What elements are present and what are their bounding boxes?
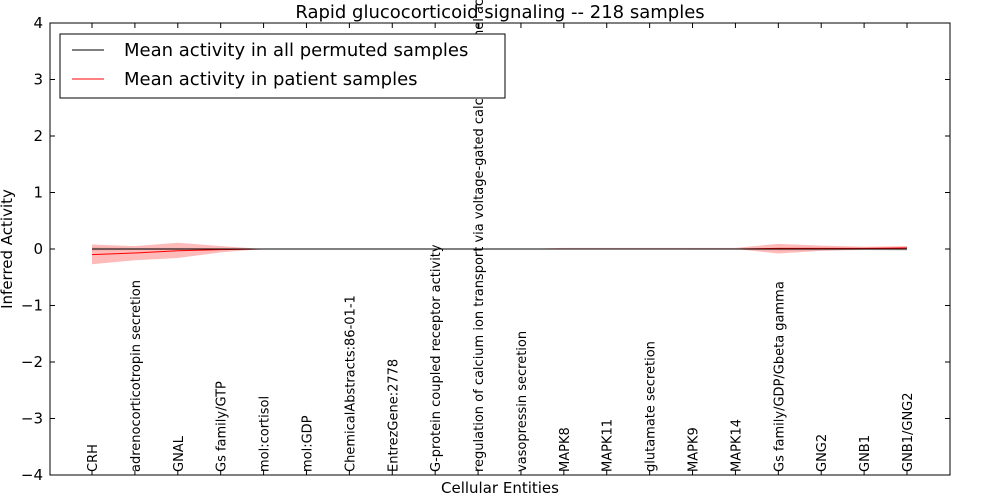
x-tick-label: mol:GDP — [300, 415, 315, 472]
x-tick-label: MAPK8 — [558, 427, 573, 472]
x-tick-label: GNB1 — [858, 435, 873, 472]
y-tick-label: 2 — [33, 127, 43, 145]
x-tick-label: Gs family/GDP/Gbeta gamma — [772, 281, 787, 472]
y-axis: 4 3 2 1 0 −1 −2 −3 −4 — [21, 14, 950, 484]
x-tick-label: glutamate secretion — [644, 341, 659, 472]
confidence-band-1 — [92, 242, 907, 265]
y-axis-label: Inferred Activity — [0, 189, 16, 309]
confidence-bands — [92, 242, 907, 265]
chart-title: Rapid glucocorticoid signaling -- 218 sa… — [295, 2, 704, 23]
x-tick-label: MAPK14 — [729, 419, 744, 472]
y-tick-label: −3 — [21, 410, 43, 428]
x-tick-label: mol:cortisol — [258, 396, 273, 472]
y-tick-label: 0 — [33, 240, 43, 258]
legend: Mean activity in all permuted samples Me… — [59, 33, 506, 99]
y-tick-label: 1 — [33, 184, 43, 202]
x-tick-label: ChemicalAbstracts:86-01-1 — [343, 295, 358, 472]
x-tick-label: G-protein coupled receptor activity — [429, 244, 444, 472]
series-lines — [91, 247, 908, 256]
x-tick-label: MAPK11 — [601, 419, 616, 472]
x-tick-label: vasopressin secretion — [515, 331, 530, 472]
legend-label-permuted: Mean activity in all permuted samples — [124, 40, 468, 61]
y-tick-label: −1 — [21, 297, 43, 315]
x-tick-label: CRH — [86, 444, 101, 472]
x-axis-label: Cellular Entities — [441, 479, 559, 497]
x-tick-label: regulation of calcium ion transport via … — [472, 0, 487, 472]
x-tick-label: GNG2 — [815, 434, 830, 472]
x-tick-label: adrenocorticotropin secretion — [129, 280, 144, 472]
y-tick-label: 3 — [33, 71, 43, 89]
legend-label-patient: Mean activity in patient samples — [124, 69, 418, 90]
y-tick-label: −4 — [21, 466, 43, 484]
x-tick-label: MAPK9 — [687, 427, 702, 472]
y-tick-label: 4 — [33, 14, 43, 32]
x-tick-label: Gs family/GTP — [215, 381, 230, 472]
legend-box — [59, 33, 506, 99]
x-tick-label: EntrezGene:2778 — [386, 359, 401, 472]
y-tick-label: −2 — [21, 353, 43, 371]
x-tick-label: GNB1/GNG2 — [901, 392, 916, 472]
x-tick-label: GNAL — [172, 435, 187, 472]
